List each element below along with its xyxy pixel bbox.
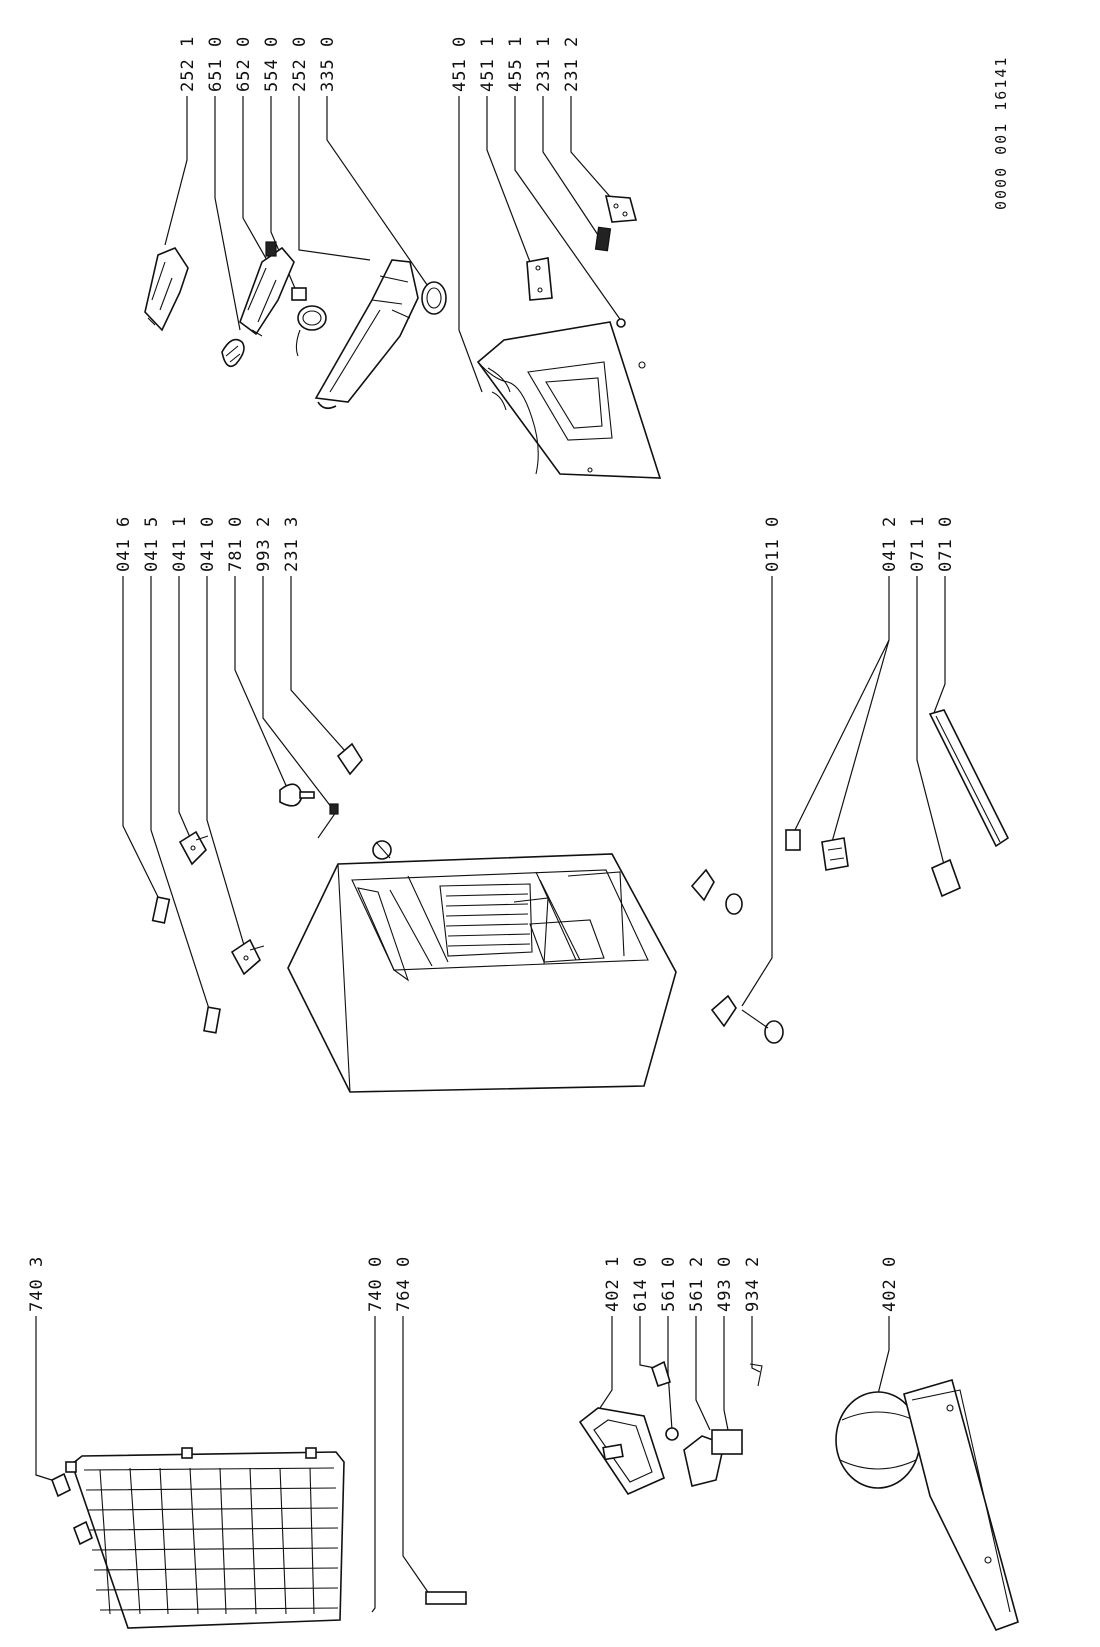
leader-lines	[35, 96, 949, 1613]
document-code: 0000 001 16141	[992, 56, 1010, 210]
callout-934-2: 934 2	[743, 1256, 763, 1312]
hinge-pin-lower-part	[203, 1006, 221, 1034]
callout-740-0: 740 0	[366, 1256, 386, 1312]
button-knob-part	[279, 783, 315, 807]
clip-wire-part	[749, 1363, 763, 1387]
hinge-top-part	[178, 830, 209, 866]
evaporator-plate-part	[476, 321, 662, 479]
light-housing-rail-part	[314, 259, 419, 410]
thermostat-knob-part	[421, 281, 447, 315]
callout-493-0: 493 0	[715, 1256, 735, 1312]
refrigerator-cabinet-part	[287, 853, 677, 1093]
callout-740-3: 740 3	[27, 1256, 47, 1312]
callout-402-0: 402 0	[880, 1256, 900, 1312]
compressor-cover-part	[578, 1407, 665, 1496]
callout-335-0: 335 0	[318, 36, 338, 92]
callout-764-0: 764 0	[394, 1256, 414, 1312]
condenser-coil-part	[65, 1447, 345, 1629]
hinge-bottom-part	[821, 837, 849, 871]
callout-labels: 252 1 651 0 652 0 554 0 252 0 335 0 451 …	[27, 36, 1010, 1312]
hinge-plate-part	[594, 226, 612, 252]
callout-041-5: 041 5	[142, 516, 162, 572]
callout-252-0: 252 0	[290, 36, 310, 92]
compressor-part	[835, 1379, 1019, 1631]
callout-451-1: 451 1	[478, 36, 498, 92]
callout-041-1: 041 1	[170, 516, 190, 572]
callout-231-1: 231 1	[534, 36, 554, 92]
foot-part	[690, 868, 784, 1044]
door-switch-part	[336, 742, 392, 860]
bracket-plate-part	[526, 257, 553, 301]
callout-554-0: 554 0	[262, 36, 282, 92]
callout-993-2: 993 2	[254, 516, 274, 572]
callout-041-0: 041 0	[198, 516, 218, 572]
relay-part	[651, 1360, 671, 1388]
callout-451-0: 451 0	[450, 36, 470, 92]
callout-011-0: 011 0	[763, 516, 783, 572]
callout-455-1: 455 1	[506, 36, 526, 92]
thermostat-housing-part	[144, 247, 189, 332]
adjustable-foot-part	[785, 829, 801, 851]
callout-651-0: 651 0	[206, 36, 226, 92]
drier-filter-part	[425, 1591, 467, 1605]
hinge-middle-part	[230, 938, 265, 976]
callout-614-0: 614 0	[631, 1256, 651, 1312]
thermostat-coil-part	[291, 287, 327, 357]
hinge-bracket-part	[604, 195, 638, 223]
callout-071-1: 071 1	[908, 516, 928, 572]
callout-652-0: 652 0	[234, 36, 254, 92]
screw-small-part	[616, 318, 626, 328]
callout-561-0: 561 0	[659, 1256, 679, 1312]
callout-041-2: 041 2	[880, 516, 900, 572]
capacitor-part	[711, 1429, 743, 1455]
condenser-clip-part	[50, 1472, 94, 1546]
callout-402-1: 402 1	[603, 1256, 623, 1312]
callout-071-0: 071 0	[936, 516, 956, 572]
hinge-pin-part	[151, 896, 171, 924]
base-cover-strip-part	[928, 709, 1010, 848]
overload-part	[665, 1427, 679, 1441]
control-panel-part	[239, 241, 295, 337]
lamp-bulb-part	[221, 338, 245, 368]
callout-561-2: 561 2	[687, 1256, 707, 1312]
callout-231-3: 231 3	[282, 516, 302, 572]
callout-041-6: 041 6	[114, 516, 134, 572]
wire-sensor-part	[317, 803, 339, 839]
callout-781-0: 781 0	[226, 516, 246, 572]
base-cover-clip-part	[930, 858, 962, 898]
callout-231-2: 231 2	[562, 36, 582, 92]
callout-252-1: 252 1	[178, 36, 198, 92]
